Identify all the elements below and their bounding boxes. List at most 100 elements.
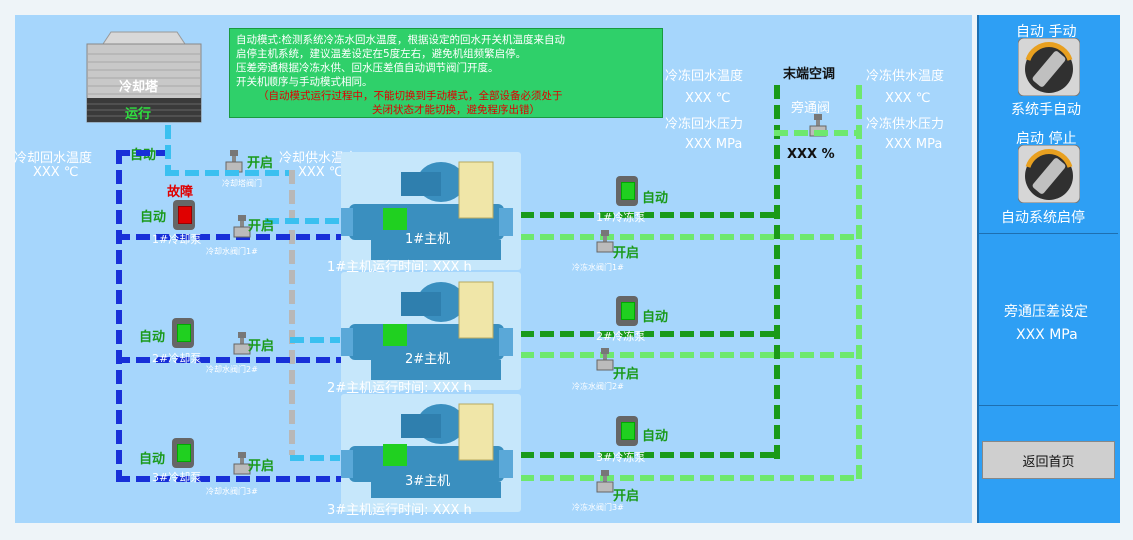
tower-supply-drop [165, 125, 171, 175]
chiller-1-runtime: 1#主机运行时间: XXX h [327, 260, 472, 275]
cooling-pump-1-fault-label: 故障 [167, 185, 194, 200]
chiller-2-runtime: 2#主机运行时间: XXX h [327, 381, 472, 396]
cooling-tower-status: 运行 [125, 107, 152, 122]
cooling-valve-2[interactable] [232, 332, 252, 356]
chilled-return-temp-label: 冷冻回水温度 [665, 69, 744, 84]
cooling-pump-3-indicator [177, 444, 191, 462]
chilled-valve-1[interactable] [595, 230, 615, 254]
bypass-line [774, 130, 862, 136]
valve-icon [596, 470, 614, 493]
cooling-pump-1-label: 1#冷却泵 [152, 233, 202, 246]
info-line-1: 自动模式:检测系统冷冻水回水温度，根据设定的回水开关机温度来自动 [236, 34, 566, 46]
chilled-pump-2-label: 2#冷冻泵 [596, 330, 646, 343]
chilled-pump-1[interactable] [616, 176, 638, 206]
chilled-valve-1-label: 冷冻水阀门1# [572, 263, 624, 272]
start-switch[interactable] [1017, 144, 1081, 204]
cooling-line-3 [116, 476, 341, 482]
chilled-valve-3[interactable] [595, 470, 615, 494]
chilled-pump-3-auto-label: 自动 [642, 429, 669, 444]
cooling-valve-3-open-label: 开启 [248, 459, 275, 474]
chilled-line-3b [520, 475, 860, 481]
bypass-setting-title: 旁通压差设定 [1004, 304, 1088, 320]
info-line-4: 开关机顺序与手动模式相同。 [236, 76, 373, 88]
chiller-1-label: 1#主机 [405, 232, 451, 247]
chilled-pump-3-label: 3#冷冻泵 [596, 451, 646, 464]
cooling-line-1 [116, 234, 341, 240]
chilled-line-3 [520, 452, 775, 458]
chilled-supply-temp-label: 冷冻供水温度 [866, 69, 945, 84]
cooling-valve-1-label: 冷却水阀门1# [206, 247, 258, 256]
info-line-3: 压差旁通根据冷冻水供、回水压差值自动调节阀门开度。 [236, 62, 499, 74]
mode-switch[interactable] [1017, 37, 1081, 97]
cooling-pump-1-indicator [178, 206, 192, 224]
chiller-3[interactable]: 3#主机 [341, 394, 521, 512]
bypass-valve-label: 旁通阀 [791, 101, 831, 116]
chilled-pump-1-label: 1#冷冻泵 [596, 211, 646, 224]
cooling-pump-2-auto-label: 自动 [139, 330, 166, 345]
terminal-ac-label: 末端空调 [783, 67, 836, 82]
cooling-supply-temp-value: XXX ℃ [298, 165, 344, 180]
chilled-pump-1-indicator [621, 182, 635, 200]
chilled-pump-2[interactable] [616, 296, 638, 326]
start-switch-title: 启动 停止 [1016, 131, 1077, 147]
chiller-1[interactable]: 1#主机 [341, 152, 521, 270]
cooling-tower-icon [86, 31, 202, 123]
cooling-line-1b [265, 218, 340, 224]
info-warning-1: （自动模式运行过程中，不能切换到手动模式，全部设备必须处于 [258, 90, 563, 102]
cooling-pump-1[interactable] [173, 200, 195, 230]
info-line-2: 启停主机系统，建议温差设定在5度左右，避免机组频繁启停。 [236, 48, 527, 60]
chilled-pump-1-auto-label: 自动 [642, 191, 669, 206]
mode-switch-title: 自动 手动 [1016, 24, 1077, 40]
cooling-pump-2[interactable] [172, 318, 194, 348]
chiller-2[interactable]: 2#主机 [341, 272, 521, 390]
chilled-line-1 [520, 212, 775, 218]
cooling-valve-2-open-label: 开启 [248, 339, 275, 354]
chilled-return-temp-value: XXX ℃ [685, 91, 731, 106]
cooling-valve-3[interactable] [232, 452, 252, 476]
chilled-supply-press-label: 冷冻供水压力 [866, 117, 945, 132]
cooling-line-3b [290, 455, 340, 461]
cooling-return-temp-label: 冷却回水温度 [14, 151, 93, 166]
control-panel [977, 15, 1120, 523]
chilled-supply-press-value: XXX MPa [885, 137, 943, 152]
bypass-setting-value[interactable]: XXX MPa [1016, 327, 1078, 343]
tower-supply-run [165, 170, 295, 176]
chilled-return-riser [774, 85, 780, 460]
tower-valve-open-label: 开启 [247, 156, 274, 171]
chilled-pump-3[interactable] [616, 416, 638, 446]
bypass-valve-value: XXX % [787, 147, 835, 162]
chilled-line-2b [520, 352, 860, 358]
chiller-3-run-indicator [383, 444, 407, 466]
cooling-valve-1[interactable] [232, 215, 252, 239]
cooling-return-temp-value: XXX ℃ [33, 165, 79, 180]
start-switch-label: 自动系统启停 [1001, 210, 1085, 226]
chilled-supply-temp-value: XXX ℃ [885, 91, 931, 106]
chilled-valve-2-open-label: 开启 [613, 367, 640, 382]
chilled-line-1b [520, 234, 860, 240]
cooling-tower[interactable]: 冷却塔 运行 [83, 30, 205, 125]
chilled-return-press-value: XXX MPa [685, 137, 743, 152]
cooling-pump-3-auto-label: 自动 [139, 452, 166, 467]
chilled-supply-riser [856, 85, 862, 480]
chilled-pump-2-auto-label: 自动 [642, 310, 669, 325]
chilled-valve-2-label: 冷冻水阀门2# [572, 382, 624, 391]
cooling-line-2 [116, 357, 341, 363]
cooling-valve-2-label: 冷却水阀门2# [206, 365, 258, 374]
chilled-valve-2[interactable] [595, 348, 615, 372]
rotary-switch-icon [1017, 37, 1081, 97]
chilled-return-press-label: 冷冻回水压力 [665, 117, 744, 132]
cooling-return-riser [116, 150, 122, 480]
mode-switch-label: 系统手自动 [1011, 102, 1081, 118]
info-box: 自动模式:检测系统冷冻水回水温度，根据设定的回水开关机温度来自动 启停主机系统，… [229, 28, 663, 118]
valve-icon [596, 230, 614, 253]
cooling-pump-2-label: 2#冷却泵 [152, 352, 202, 365]
cooling-pump-3[interactable] [172, 438, 194, 468]
rotary-switch-icon [1017, 144, 1081, 204]
cooling-valve-3-label: 冷却水阀门3# [206, 487, 258, 496]
cooling-pump-2-indicator [177, 324, 191, 342]
tower-valve-label: 冷却塔阀门 [222, 179, 262, 188]
home-button[interactable]: 返回首页 [982, 441, 1115, 479]
chiller-2-run-indicator [383, 324, 407, 346]
valve-icon [596, 348, 614, 371]
valve-icon [233, 215, 251, 238]
